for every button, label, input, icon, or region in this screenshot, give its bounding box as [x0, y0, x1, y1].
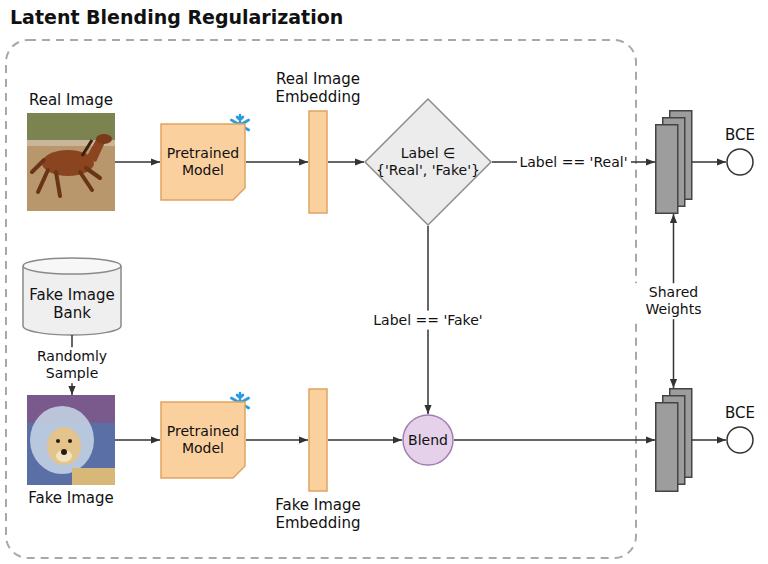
node-shape	[655, 110, 692, 214]
horse-photo	[27, 113, 115, 211]
node-label: Real Image	[16, 91, 126, 109]
node-label: Fake Image Embedding	[268, 496, 368, 532]
classifier-stack	[655, 110, 692, 214]
edge-label: Label == 'Fake'	[370, 311, 485, 330]
dog-nose	[61, 449, 67, 455]
node-label: Fake Image Bank	[26, 286, 118, 322]
image-node: Fake Image	[27, 395, 115, 485]
flow-arrow	[692, 439, 726, 441]
decision-diamond: Label ∈ {'Real', 'Fake'}	[364, 98, 492, 226]
node-label: Fake Image	[16, 489, 126, 507]
photo-trees	[27, 113, 115, 143]
flow-arrow	[246, 161, 308, 163]
node-label: BCE	[715, 126, 765, 144]
image-node: Real Image	[27, 113, 115, 211]
dog-eye	[68, 439, 72, 443]
cylinder-body	[23, 266, 121, 335]
edge-label: Randomly Sample	[27, 347, 117, 383]
embedding-outline	[309, 111, 327, 213]
model-outline	[161, 124, 245, 200]
model-box: Pretrained Model	[160, 123, 246, 201]
model-outline	[161, 402, 245, 478]
network-layer	[656, 125, 678, 214]
photo-background	[27, 395, 115, 485]
embedding-bar: Fake Image Embedding	[308, 388, 328, 492]
flow-arrow	[328, 439, 402, 441]
node-shape	[308, 388, 328, 492]
cylinder-top	[23, 258, 121, 274]
blend-circle: Blend	[402, 414, 454, 466]
flow-arrow	[246, 439, 308, 441]
loss-circle: BCE	[726, 426, 754, 454]
model-box: Pretrained Model	[160, 401, 246, 479]
flow-arrow	[115, 439, 160, 441]
node-shape	[27, 113, 115, 211]
node-shape	[27, 395, 115, 485]
node-label: Blend	[403, 432, 453, 449]
diamond-outline	[365, 99, 491, 225]
dog-eye	[56, 439, 60, 443]
diagram-title: Latent Blending Regularization	[10, 6, 343, 28]
embedding-bar: Real Image Embedding	[308, 110, 328, 214]
horse-legs	[32, 160, 100, 196]
node-label: Pretrained Model	[162, 423, 244, 457]
flow-arrow	[328, 161, 364, 163]
dog-body	[72, 468, 115, 485]
circle-outline	[727, 149, 753, 175]
node-label: BCE	[715, 404, 765, 422]
circle-outline	[403, 415, 453, 465]
circle-outline	[727, 427, 753, 453]
node-shape	[726, 426, 754, 454]
classifier-stack	[655, 388, 692, 492]
database-cylinder: Fake Image Bank	[22, 257, 122, 335]
flow-arrow	[115, 161, 160, 163]
embedding-outline	[309, 389, 327, 491]
edge-label: Shared Weights	[631, 283, 717, 319]
dog-muzzle	[56, 450, 72, 462]
node-label: Real Image Embedding	[268, 70, 368, 106]
horse-body	[42, 150, 94, 176]
dashed-frame	[6, 40, 636, 558]
horse-mane	[82, 140, 92, 156]
node-shape	[308, 110, 328, 214]
dog-cone	[30, 406, 94, 474]
loss-circle: BCE	[726, 148, 754, 176]
flow-arrow	[454, 439, 655, 441]
node-shape	[726, 148, 754, 176]
node-shape	[655, 388, 692, 492]
node-label: Label ∈ {'Real', 'Fake'}	[374, 145, 483, 179]
flow-arrow	[692, 161, 726, 163]
photo-ground	[27, 113, 115, 211]
dog-photo	[27, 395, 115, 485]
node-label: Pretrained Model	[162, 145, 244, 179]
dog-head	[47, 427, 81, 465]
edge-label: Label == 'Real'	[516, 153, 630, 172]
horse-head	[96, 134, 112, 144]
network-layer	[656, 403, 678, 492]
